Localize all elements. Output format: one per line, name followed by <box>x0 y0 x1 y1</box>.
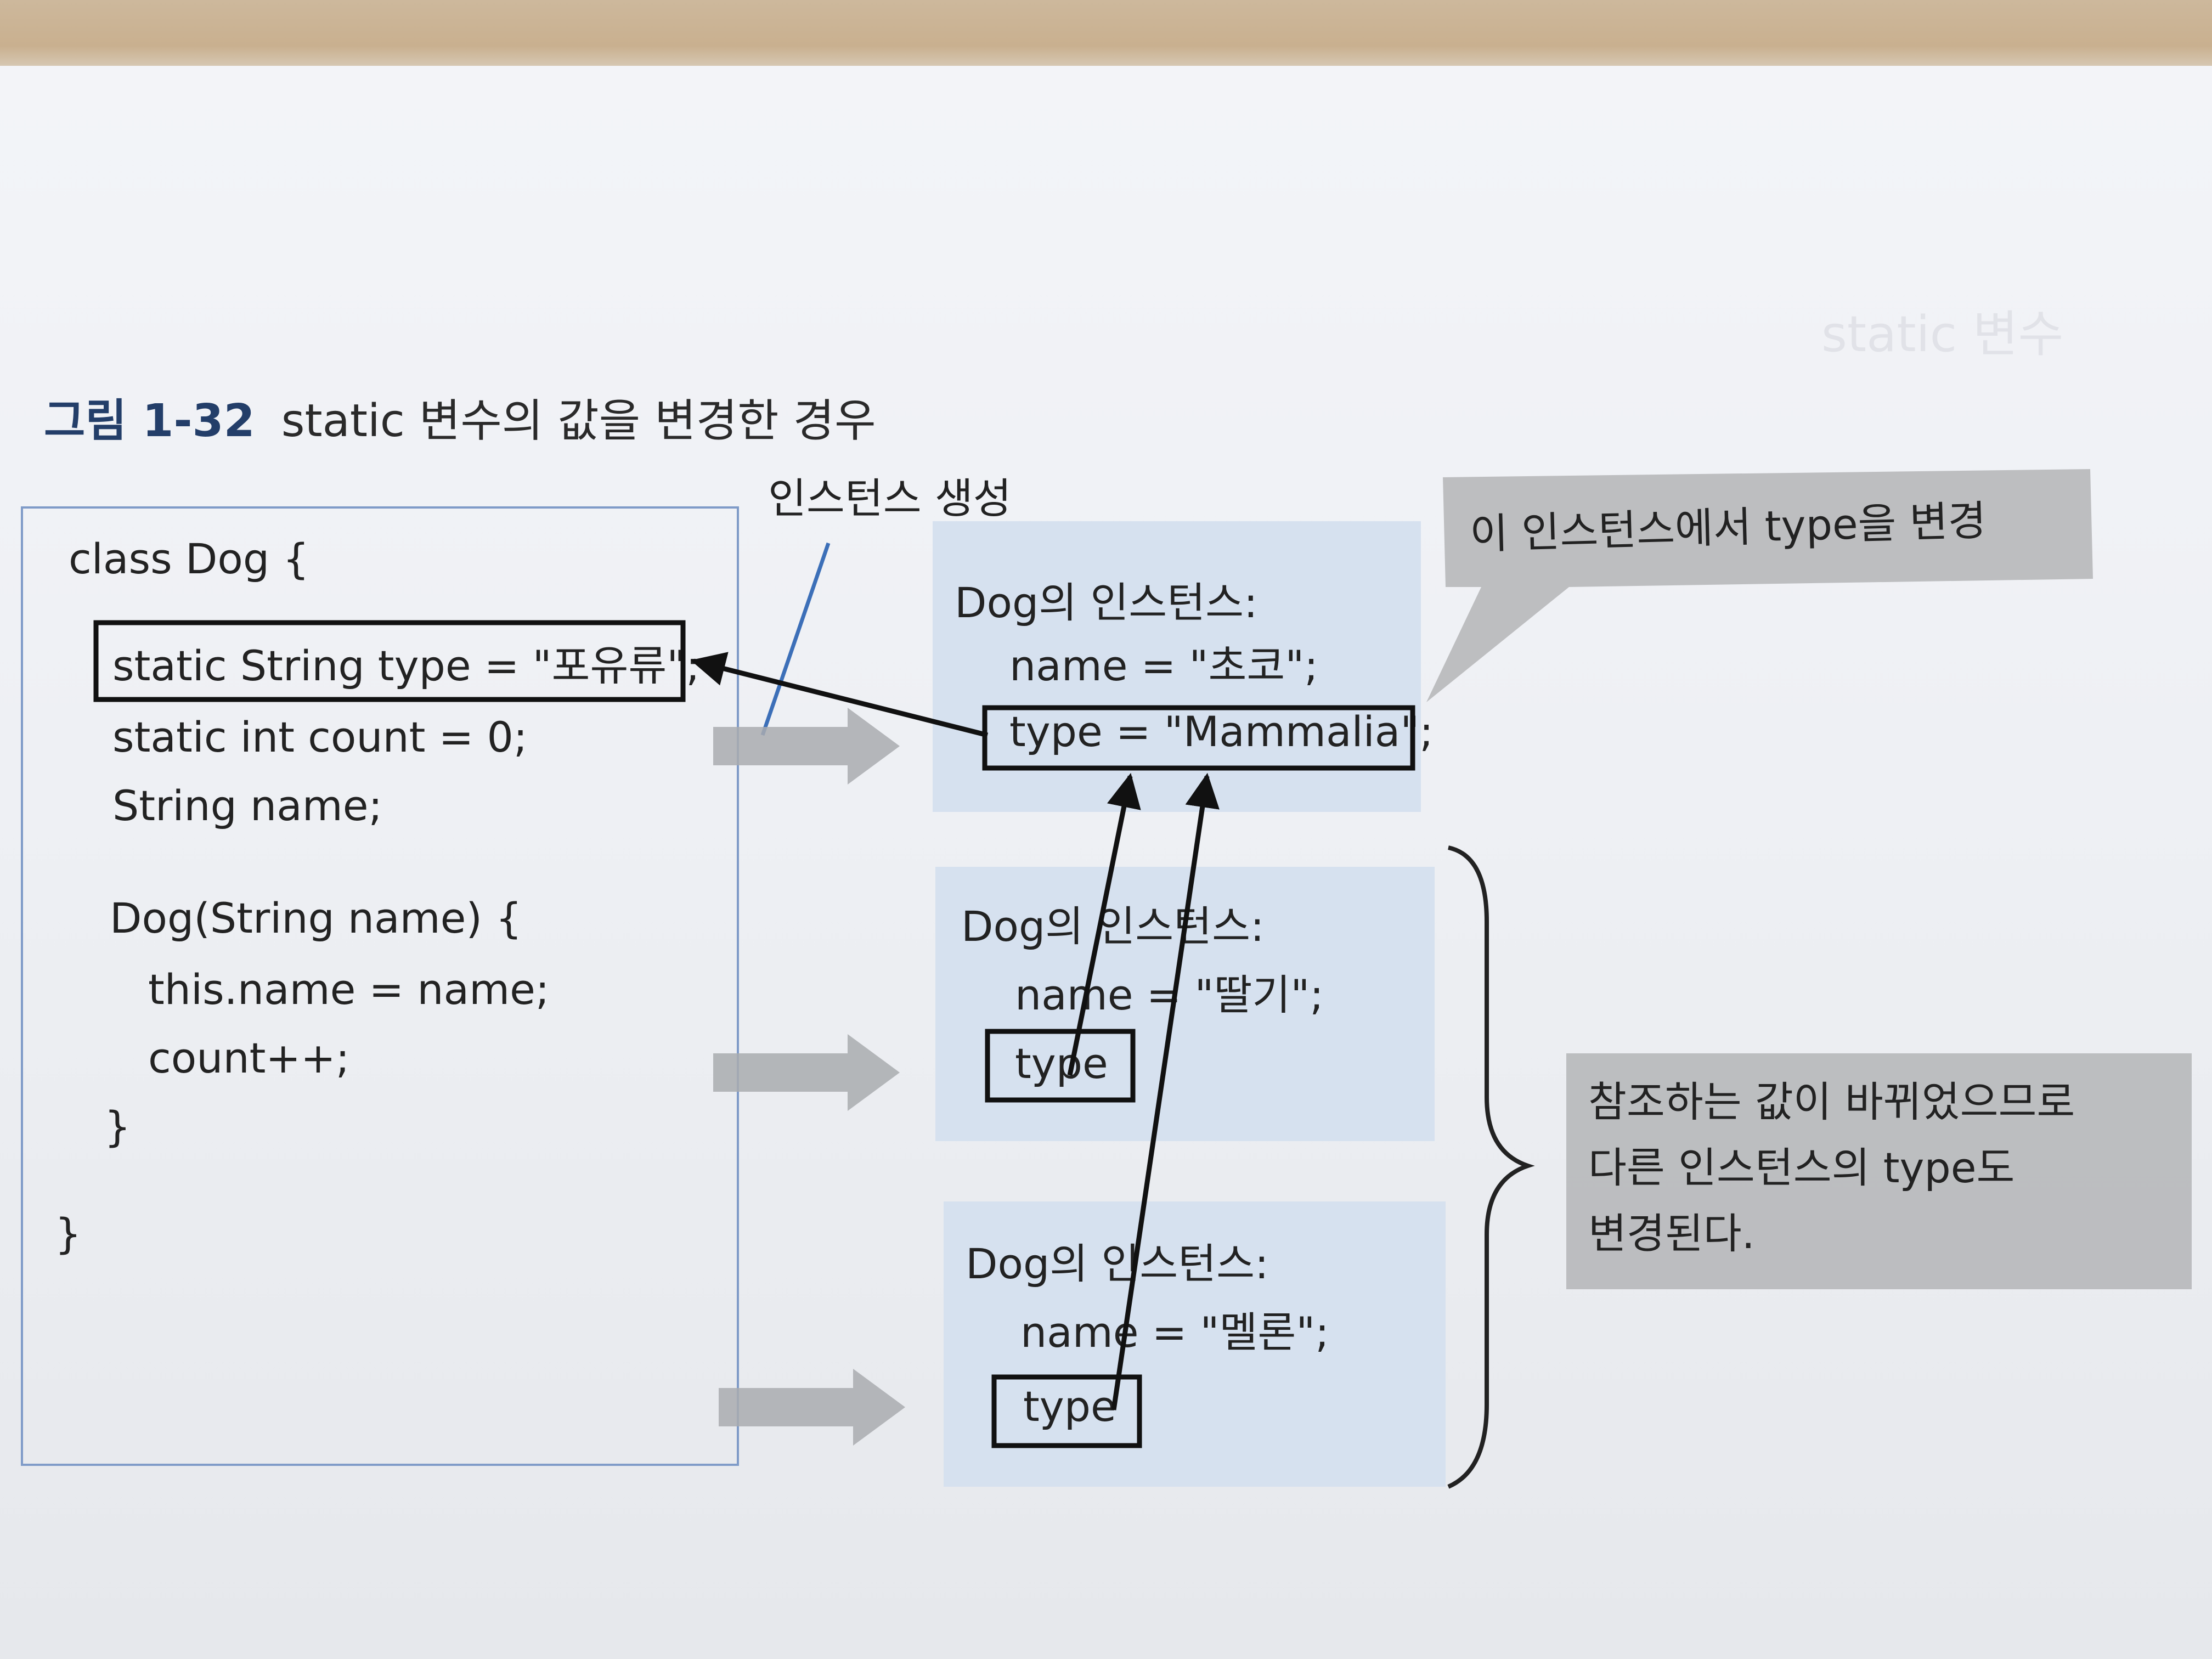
callout-bottom <box>1566 1053 2192 1289</box>
code-line-close-constructor: } <box>104 1102 131 1151</box>
callout-bottom-line-3: 변경된다. <box>1588 1209 1755 1258</box>
instance-3-name: name = "멜론"; <box>1020 1308 1329 1357</box>
code-line-constructor: Dog(String name) { <box>110 894 522 943</box>
instance-creation-label: 인스턴스 생성 <box>768 474 1012 523</box>
code-line-class: class Dog { <box>69 534 309 583</box>
callout-bottom-line-2: 다른 인스턴스의 type도 <box>1588 1143 2015 1192</box>
callout-bottom-line-1: 참조하는 값이 바뀌었으므로 <box>1588 1077 2075 1126</box>
instance-2-text: Dog의 인스턴스: name = "딸기"; type <box>961 902 1324 1088</box>
instance-panel-1 <box>933 521 1421 812</box>
figure-number: 그림 1-32 <box>44 395 255 447</box>
creation-arrow-2 <box>713 1034 900 1111</box>
instance-3-title: Dog의 인스턴스: <box>966 1239 1269 1288</box>
class-dog-box <box>21 506 739 1466</box>
code-line-name-field: String name; <box>112 781 382 830</box>
instance-panel-3 <box>944 1201 1446 1487</box>
code-line-close-class: } <box>55 1209 81 1258</box>
figure-caption: 그림 1-32 static 변수의 값을 변경한 경우 <box>44 395 876 447</box>
instance-2-type-box <box>985 1029 1136 1103</box>
instance-3-type: type <box>1023 1382 1116 1431</box>
instance-2-title: Dog의 인스턴스: <box>961 902 1265 951</box>
static-type-highlight <box>93 620 686 702</box>
instance-1-type-box <box>982 705 1415 771</box>
code-line-static-count: static int count = 0; <box>112 713 527 761</box>
group-brace <box>1447 845 1535 1489</box>
instance-2-type: type <box>1015 1039 1108 1088</box>
code-line-static-type: static String type = "포유류"; <box>112 641 700 690</box>
instance-1-title: Dog의 인스턴스: <box>955 578 1258 627</box>
instance-2-name: name = "딸기"; <box>1015 970 1324 1019</box>
instance-3-text: Dog의 인스턴스: name = "멜론"; type <box>966 1239 1329 1431</box>
callout-bottom-text: 참조하는 값이 바뀌었으므로 다른 인스턴스의 type도 변경된다. <box>1588 1077 2075 1258</box>
bleed-through-text: static 변수 <box>1821 306 2063 363</box>
instance-1-type: type = "Mammalia"; <box>1009 707 1434 756</box>
instance-1-name: name = "초코"; <box>1009 641 1318 690</box>
code-line-count-increment: count++; <box>148 1034 349 1082</box>
figure-title: static 변수의 값을 변경한 경우 <box>281 395 876 447</box>
creation-arrow-1 <box>713 708 900 785</box>
creation-arrow-3 <box>719 1369 905 1446</box>
callout-top <box>1426 469 2093 702</box>
desk-background <box>0 0 2212 77</box>
reference-arrow-instance2-to-type <box>1067 772 1141 1076</box>
instance-1-text: Dog의 인스턴스: name = "초코"; type = "Mammalia… <box>955 578 1434 756</box>
code-line-this-name: this.name = name; <box>148 965 550 1014</box>
instance-3-type-box <box>991 1374 1142 1448</box>
instance-creation-pointer <box>760 542 831 736</box>
class-code: class Dog { static String type = "포유류"; … <box>55 534 700 1258</box>
reference-arrow-instance3-to-type <box>1111 772 1220 1410</box>
reference-arrow-instance1-to-static <box>690 652 989 738</box>
